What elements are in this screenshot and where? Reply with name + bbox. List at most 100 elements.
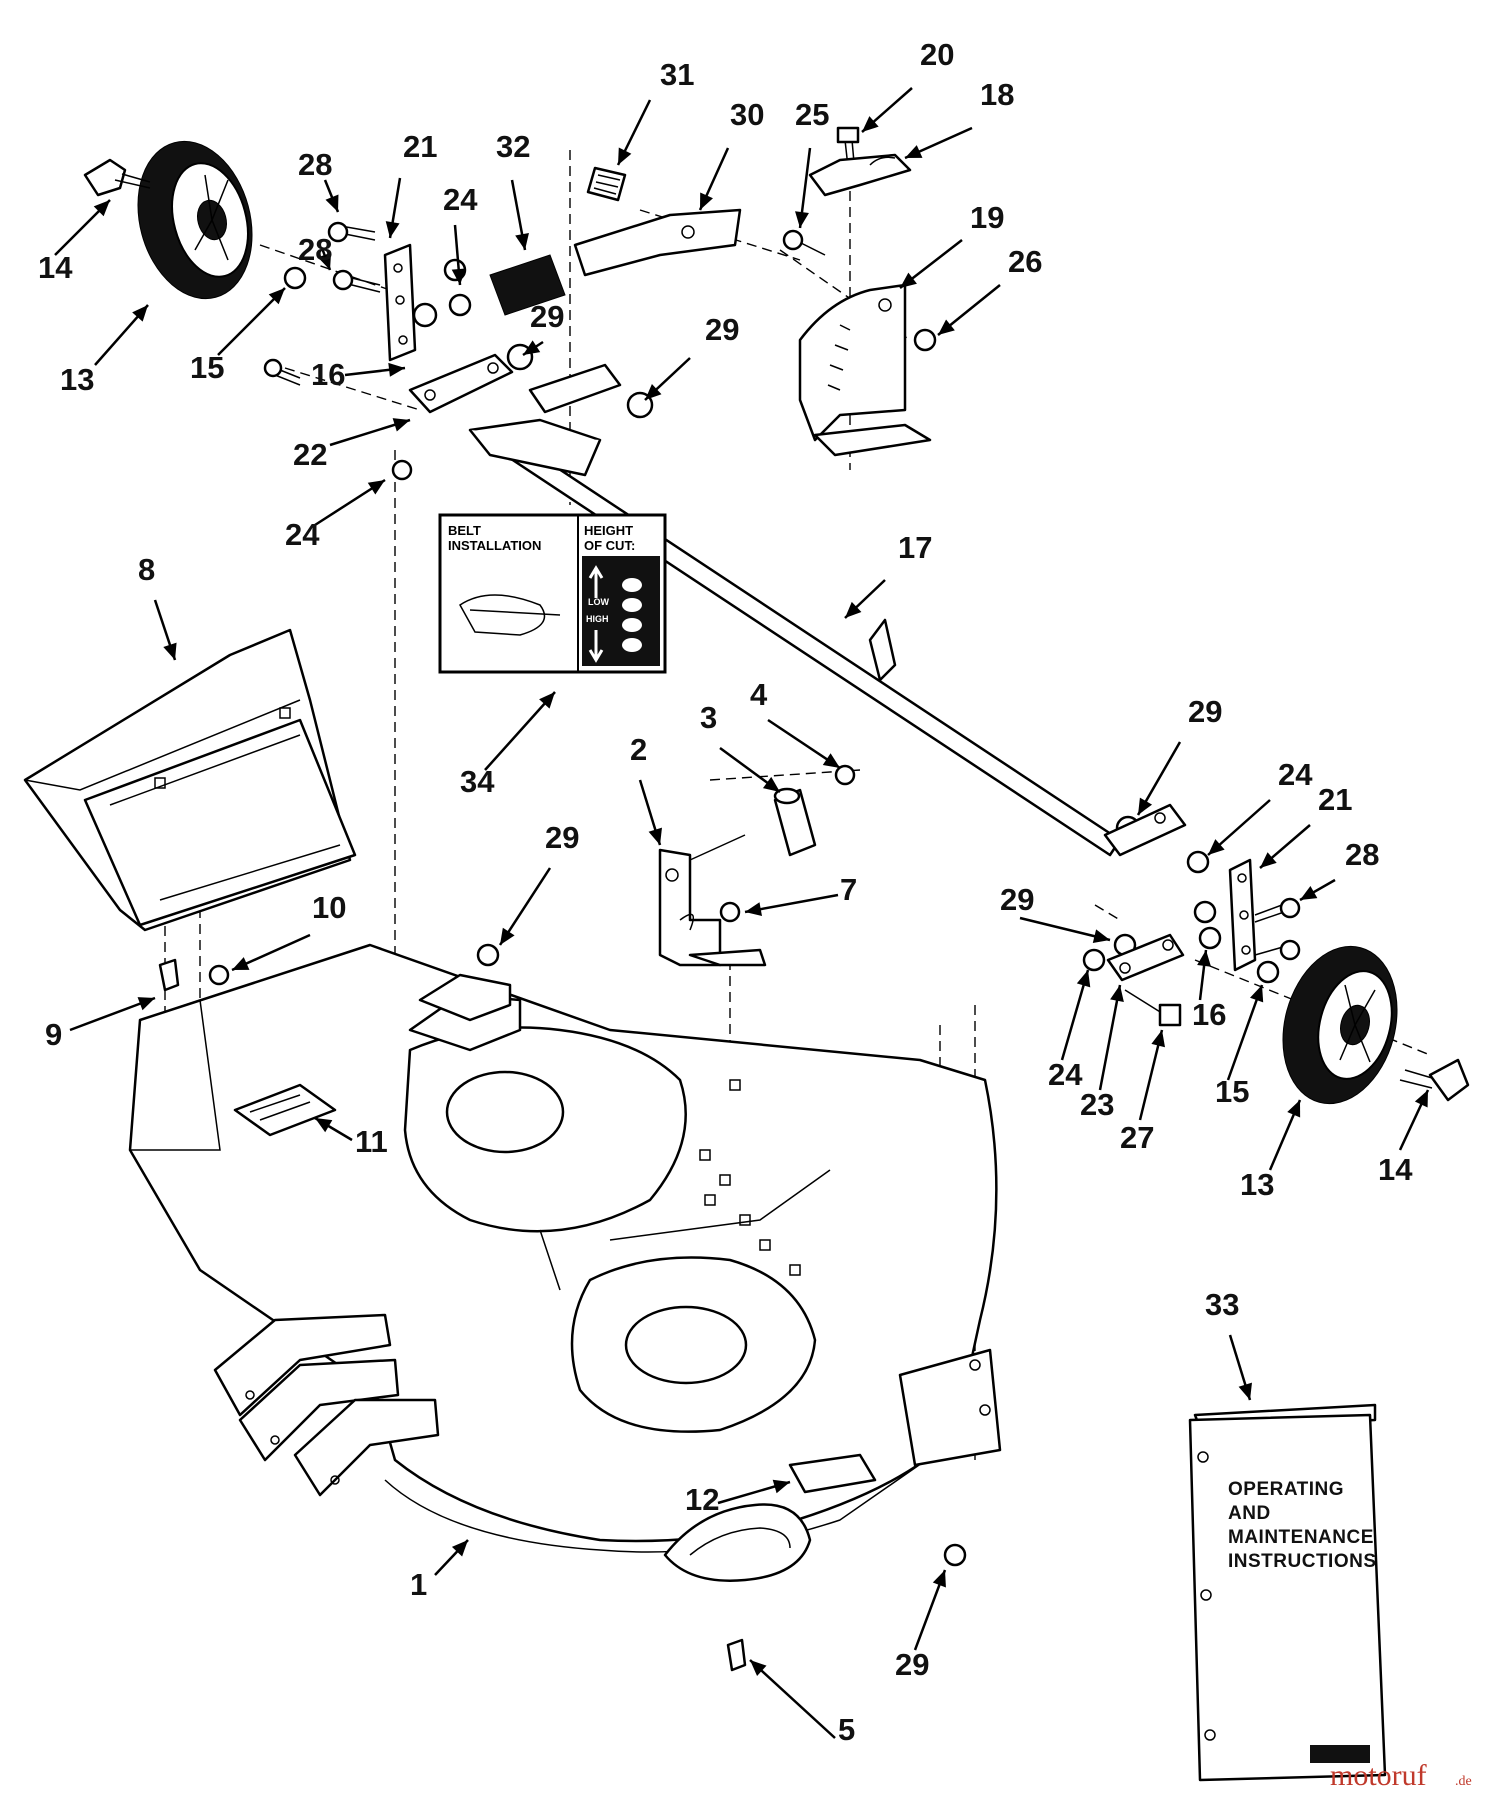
arrowhead-c31 (618, 147, 632, 165)
decal-belt-line2: INSTALLATION (448, 538, 541, 553)
callout-c27: 27 (1120, 1120, 1154, 1155)
leader-arrow-c34 (484, 691, 556, 771)
callout-c29d: 29 (1188, 694, 1222, 729)
manual-logo (1310, 1745, 1370, 1763)
watermark-brand: motoruf (1330, 1759, 1427, 1792)
callout-c26: 26 (1008, 244, 1042, 279)
arrowhead-c12 (772, 1479, 790, 1494)
deck-holes (245, 1079, 991, 1485)
callout-c1: 1 (410, 1567, 427, 1602)
arrowhead-c4 (822, 753, 840, 768)
callout-c14a: 14 (38, 250, 73, 285)
decal-height-line2: OF CUT: (584, 538, 635, 553)
arrowhead-c16a (388, 362, 405, 377)
arrowhead-c34 (539, 692, 555, 709)
callout-c29f: 29 (895, 1647, 929, 1682)
hardware (83, 126, 1470, 1672)
arrowhead-c26 (938, 319, 955, 335)
arrowhead-c21b (1260, 852, 1277, 868)
callout-c21a: 21 (403, 129, 437, 164)
callout-c22: 22 (293, 437, 327, 472)
callout-c17: 17 (898, 530, 932, 565)
leader-arrow-c15b (1226, 984, 1264, 1081)
callout-c11: 11 (355, 1124, 388, 1159)
arrowhead-c28b (317, 252, 332, 270)
callout-c5: 5 (838, 1712, 855, 1747)
decal-high: HIGH (586, 614, 609, 624)
callout-c21b: 21 (1318, 782, 1352, 817)
arrowhead-c29d (1138, 797, 1153, 815)
callout-c24a: 24 (443, 182, 478, 217)
mower-deck (128, 943, 1002, 1582)
arrowhead-c28a (325, 194, 339, 212)
arrowhead-c20 (862, 116, 879, 132)
arrowhead-c9 (137, 997, 155, 1011)
decal-belt-line1: BELT (448, 523, 481, 538)
manual-line1: OPERATING (1228, 1479, 1344, 1500)
callout-c3: 3 (700, 700, 717, 735)
callout-c15b: 15 (1215, 1074, 1249, 1109)
arrowhead-c13b (1287, 1100, 1301, 1118)
callout-c33: 33 (1205, 1287, 1239, 1322)
decal-11 (233, 1083, 337, 1137)
arrowhead-c29a (523, 340, 541, 355)
arrowhead-c16b (1197, 950, 1212, 967)
callout-c23: 23 (1080, 1087, 1114, 1122)
manual-line2: AND (1228, 1503, 1271, 1524)
callout-c13b: 13 (1240, 1167, 1274, 1202)
callout-c34: 34 (460, 764, 495, 799)
arrowhead-c33 (1238, 1382, 1252, 1400)
watermark-tld: .de (1455, 1774, 1472, 1789)
arrowhead-c17 (845, 601, 862, 618)
arrowhead-c29f (932, 1570, 946, 1588)
callout-c25: 25 (795, 97, 829, 132)
arrowhead-c29e (1092, 929, 1110, 944)
callout-c29a: 29 (530, 299, 564, 334)
arrowhead-c11 (315, 1118, 333, 1133)
callout-c9: 9 (45, 1017, 62, 1052)
callout-c18: 18 (980, 77, 1014, 112)
arrowhead-c25 (795, 211, 809, 228)
arrowhead-c23 (1110, 985, 1124, 1003)
callout-c14b: 14 (1378, 1152, 1413, 1187)
callout-c8: 8 (138, 552, 155, 587)
wheel-right (1282, 945, 1398, 1105)
callout-c7: 7 (840, 872, 857, 907)
callout-c10: 10 (312, 890, 346, 925)
watermark: motoruf .de (1330, 1759, 1472, 1792)
callout-c24c: 24 (1278, 757, 1313, 792)
callout-c32: 32 (496, 129, 530, 164)
callout-c24b: 24 (285, 517, 320, 552)
callout-c29e: 29 (1000, 882, 1034, 917)
arrowhead-c15a (268, 288, 285, 305)
arrowhead-c21a (385, 221, 400, 238)
operating-manual: OPERATING AND MAINTENANCE INSTRUCTIONS (1188, 1403, 1387, 1782)
callout-c31: 31 (660, 57, 694, 92)
arrowhead-c19 (900, 272, 917, 288)
callout-c29c: 29 (545, 820, 579, 855)
callout-c13a: 13 (60, 362, 94, 397)
callout-c20: 20 (920, 37, 954, 72)
manual-line3: MAINTENANCE (1228, 1527, 1374, 1548)
arrowhead-c29b (645, 383, 662, 400)
decal-height-line1: HEIGHT (584, 523, 633, 538)
callout-c2: 2 (630, 732, 647, 767)
arrowhead-c2 (648, 827, 662, 845)
arrowhead-c1 (451, 1540, 468, 1557)
arrowhead-c13a (132, 305, 148, 322)
arrowhead-c18 (905, 145, 923, 158)
arrowhead-c8 (163, 642, 177, 660)
callout-c28a: 28 (298, 147, 332, 182)
decal-low: LOW (588, 597, 609, 607)
arrowhead-c24c (1208, 839, 1225, 855)
arrowhead-c24a (451, 268, 466, 285)
callout-c30: 30 (730, 97, 764, 132)
decal-34: BELT INSTALLATION HEIGHT OF CUT: LOW HIG… (438, 513, 667, 674)
callout-c16a: 16 (311, 357, 345, 392)
callout-c28b: 28 (298, 232, 332, 267)
arrowhead-c27 (1151, 1030, 1166, 1048)
manual-line4: INSTRUCTIONS (1228, 1551, 1377, 1572)
wheel-left (137, 140, 253, 300)
callout-c12: 12 (685, 1482, 719, 1517)
